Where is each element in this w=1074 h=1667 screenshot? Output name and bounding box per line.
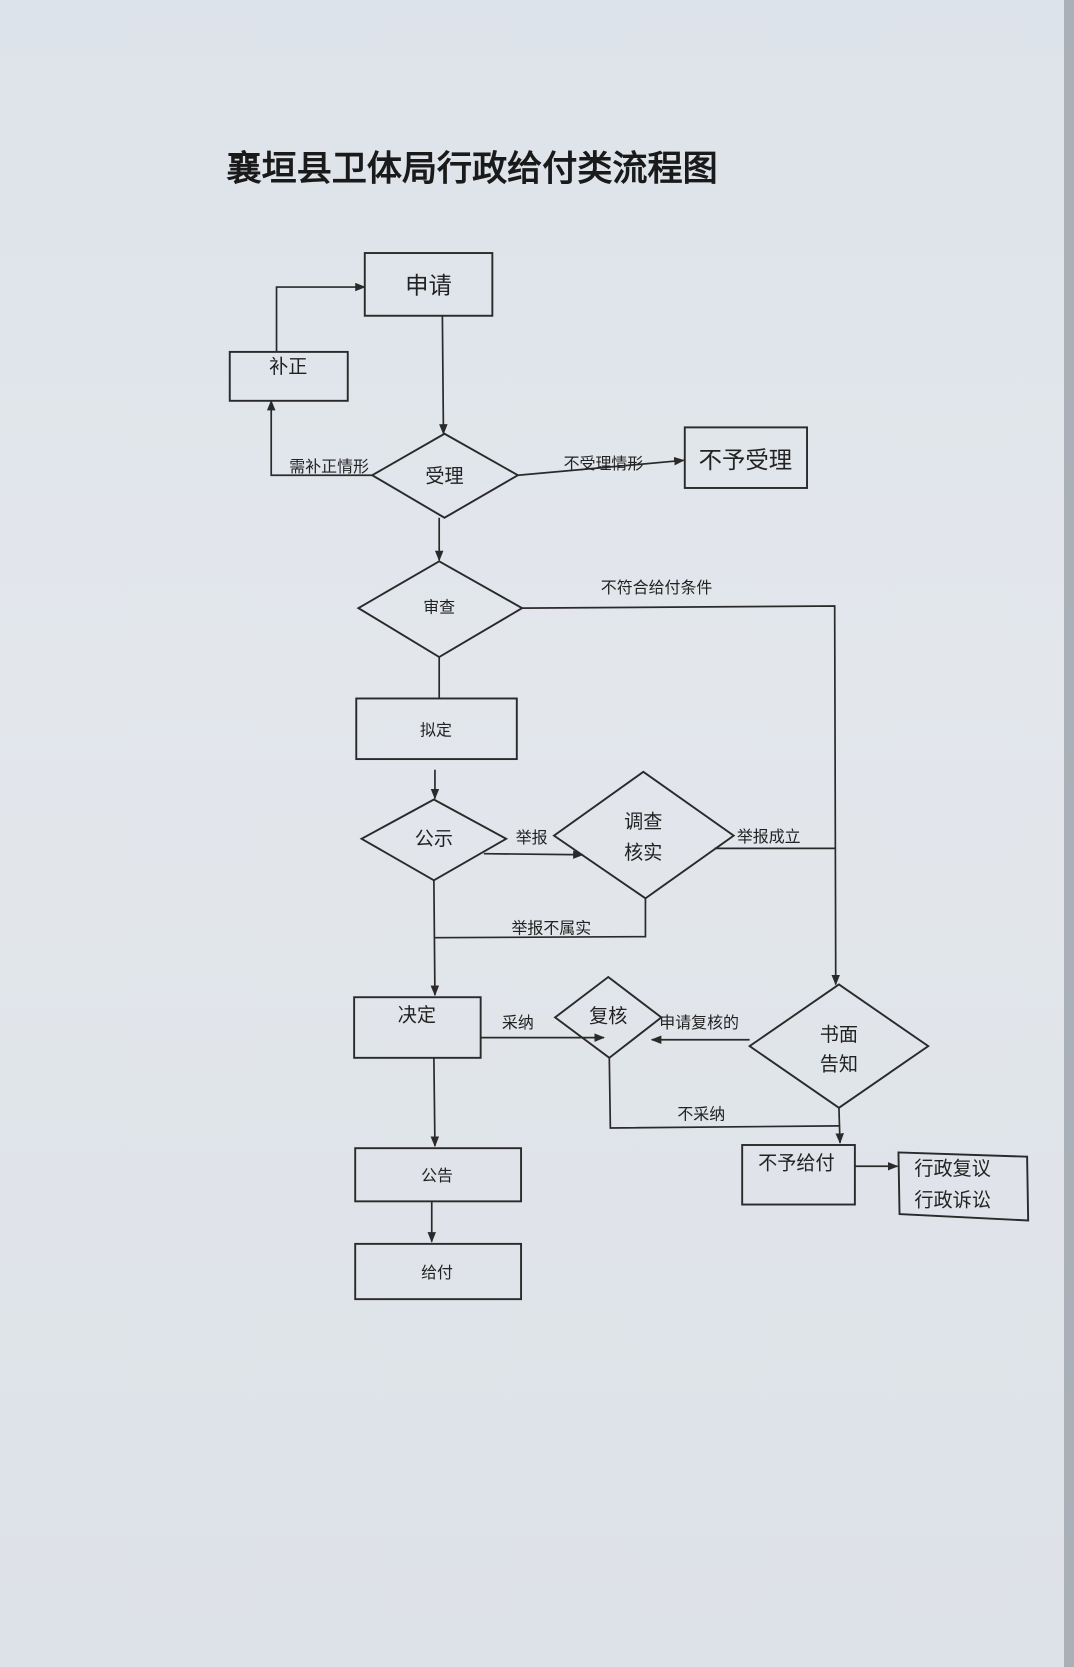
paper-edge [1064, 0, 1074, 1667]
edge-accept-to-reject [517, 456, 685, 477]
node-correct [228, 350, 349, 402]
node-investigate-label-2: 核实 [624, 841, 662, 864]
edge-label-need-correct: 需补正情形 [289, 457, 369, 476]
node-written-notice-label-1: 书面 [820, 1023, 858, 1046]
node-written-notice [747, 983, 930, 1109]
node-accept-label: 受理 [425, 465, 463, 488]
edge-accept-to-correct [266, 399, 373, 477]
node-reject-accept-label: 不予受理 [699, 446, 793, 474]
node-recheck-label: 复核 [589, 1005, 627, 1028]
edge-label-not-adopt: 不采纳 [677, 1104, 725, 1123]
node-review-label: 审查 [423, 597, 455, 616]
node-decide [353, 996, 482, 1059]
node-publicize-label: 公示 [415, 827, 453, 850]
node-reject-accept [683, 426, 808, 489]
edge-label-report-false: 举报不属实 [511, 918, 591, 937]
edge-notice-to-no-pay [835, 1107, 844, 1144]
node-no-pay-label: 不予给付 [758, 1151, 834, 1174]
node-admin-review-label: 行政复议 [914, 1157, 990, 1180]
node-accept [370, 432, 520, 519]
node-correct-label: 补正 [269, 355, 307, 378]
edge-review-to-written-notice [522, 605, 840, 986]
node-decide-label: 决定 [398, 1004, 436, 1027]
edge-label-not-accept: 不受理情形 [564, 454, 644, 473]
node-pay-label: 给付 [421, 1263, 453, 1282]
page-title: 襄垣县卫体局行政给付类流程图 [227, 149, 718, 190]
node-pay [354, 1242, 523, 1301]
node-written-notice-label-2: 告知 [820, 1053, 858, 1076]
edge-recheck-not-adopt [608, 1057, 839, 1129]
edge-label-report-valid: 举报成立 [737, 827, 801, 846]
edge-publicize-to-decide [430, 880, 440, 997]
edge-label-apply-recheck: 申请复核的 [659, 1013, 739, 1032]
edge-label-report: 举报 [516, 828, 548, 847]
edge-publicize-to-investigate [483, 850, 584, 859]
node-draft [355, 697, 518, 761]
node-admin-remedy [897, 1151, 1030, 1222]
edge-investigate-back [434, 898, 647, 939]
node-announce [354, 1147, 523, 1203]
edge-label-adopt: 采纳 [502, 1013, 534, 1032]
node-draft-label: 拟定 [420, 721, 452, 740]
edge-label-not-qualified: 不符合给付条件 [601, 578, 713, 597]
node-investigate [552, 770, 736, 900]
edge-correct-to-apply [275, 282, 366, 352]
edge-apply-to-accept [439, 315, 448, 435]
node-admin-litigation-label: 行政诉讼 [914, 1189, 990, 1212]
node-investigate-label-1: 调查 [624, 810, 662, 833]
node-announce-label: 公告 [421, 1166, 453, 1185]
node-apply-label: 申请 [405, 271, 452, 299]
node-no-pay [741, 1144, 856, 1206]
edge-decide-to-announce [430, 1057, 440, 1148]
node-recheck [553, 975, 663, 1060]
